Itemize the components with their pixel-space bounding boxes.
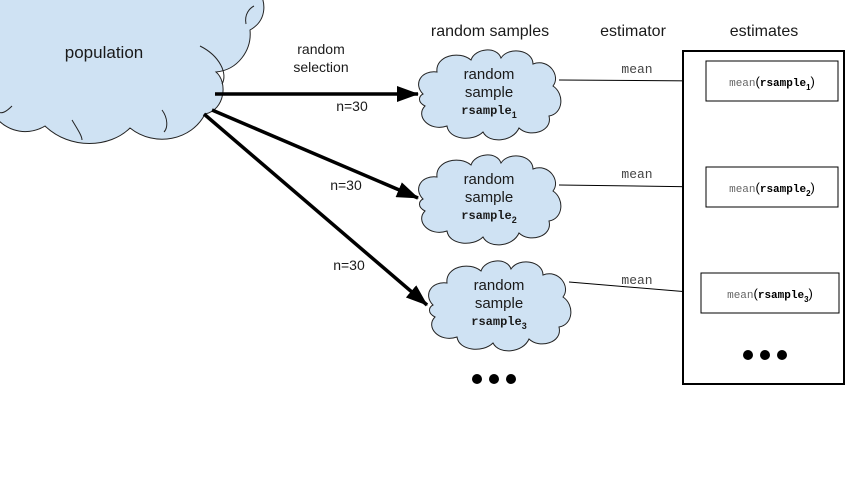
selection-arrow-3 <box>202 112 429 307</box>
estimator-arrow-1 <box>558 77 707 84</box>
random-selection-label-line2: selection <box>293 59 348 75</box>
sample-label-line2: sample <box>465 189 513 206</box>
estimate-box-1: mean(rsample1) <box>705 60 839 102</box>
sample-size-label-2: n=30 <box>330 177 362 193</box>
population-label: population <box>65 43 143 62</box>
estimator-label-2: mean <box>621 167 652 182</box>
selection-arrow-2 <box>211 108 419 200</box>
random-selection-label-line1: random <box>297 41 344 57</box>
estimator-label-1: mean <box>621 62 652 77</box>
estimate-box-2: mean(rsample2) <box>705 166 839 208</box>
samples-ellipsis <box>472 374 516 384</box>
population-cloud: population <box>0 0 265 144</box>
estimate-value: mean(rsample1) <box>729 74 815 92</box>
sample-label-line2: sample <box>465 84 513 101</box>
estimate-value: mean(rsample2) <box>729 180 815 198</box>
estimate-value: mean(rsample3) <box>727 286 813 304</box>
sample-name: rsample1 <box>461 104 516 120</box>
sample-size-label-3: n=30 <box>333 257 365 273</box>
sample-name: rsample3 <box>471 315 526 331</box>
sample-label-line1: random <box>464 66 515 83</box>
estimator-label-3: mean <box>621 273 652 288</box>
sample-name: rsample2 <box>461 209 516 225</box>
header-estimates: estimates <box>730 23 798 40</box>
sample-label-line1: random <box>474 277 525 294</box>
sample-label-line2: sample <box>475 295 523 312</box>
sample-size-label-1: n=30 <box>336 98 368 114</box>
estimates-ellipsis <box>743 350 787 360</box>
estimates-container <box>682 50 845 385</box>
estimator-arrow-2 <box>558 183 707 190</box>
sample-label-line1: random <box>464 171 515 188</box>
header-estimator: estimator <box>600 23 666 40</box>
header-random-samples: random samples <box>431 23 549 40</box>
estimator-arrow-3 <box>568 281 702 296</box>
estimate-box-3: mean(rsample3) <box>700 272 840 314</box>
